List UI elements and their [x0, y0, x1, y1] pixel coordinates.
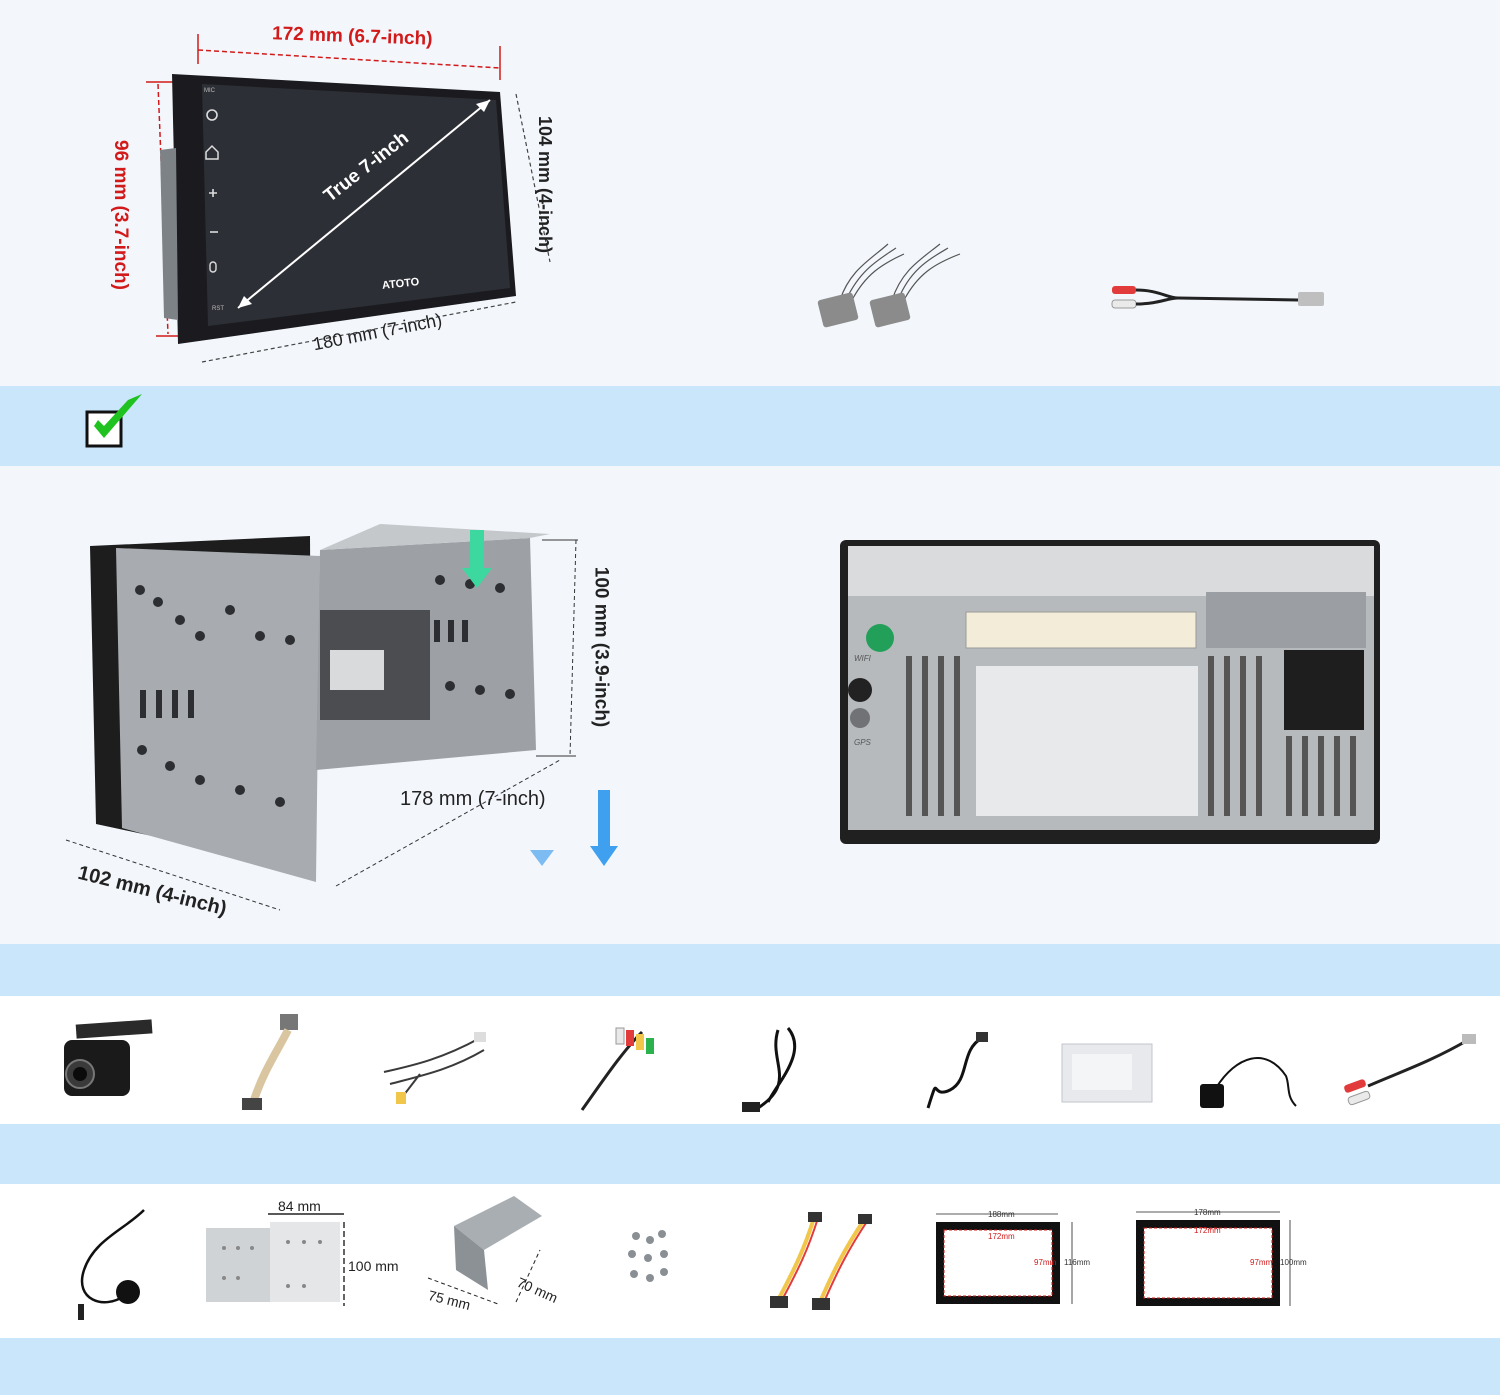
speaker-connectors — [810, 240, 970, 340]
checkbox-checked-icon — [84, 390, 148, 454]
frame-large-outer-width: 188mm — [988, 1210, 1015, 1219]
mounting-brackets — [204, 1198, 404, 1310]
screen-unit-figure: ATOTO MIC RST True 7-inch — [120, 20, 600, 380]
rca-cable — [572, 1022, 662, 1114]
backup-camera — [58, 1018, 158, 1108]
frame-small-inner-width: 172mm — [1194, 1226, 1221, 1235]
compat-band — [0, 386, 1500, 466]
section-band-4 — [0, 1338, 1500, 1395]
frame-small-outer-width: 178mm — [1194, 1208, 1221, 1217]
brackets-height-label: 100 mm — [348, 1258, 399, 1274]
wifi-label: WIFI — [854, 654, 871, 663]
section-band-3 — [0, 1124, 1500, 1184]
chassis-width: 178 mm (7-inch) — [400, 788, 546, 810]
mic-label: MIC — [204, 88, 215, 94]
screen-protector — [1060, 1042, 1154, 1104]
gps-label: GPS — [854, 738, 871, 747]
screws — [622, 1226, 676, 1288]
rear-panel-figure: WIFI GPS — [836, 536, 1382, 848]
frame-large — [930, 1206, 1096, 1310]
rca-adapter-top — [1108, 278, 1338, 318]
section-band-2 — [0, 944, 1500, 996]
dimension-right-height: 104 mm (4-inch) — [535, 115, 556, 254]
chassis-height: 100 mm (3.9-inch) — [590, 566, 612, 728]
gps-antenna — [1196, 1036, 1298, 1114]
rst-label: RST — [212, 306, 224, 312]
chassis-figure — [30, 510, 630, 930]
frame-large-inner-width: 172mm — [988, 1232, 1015, 1241]
microphone — [64, 1200, 160, 1324]
harness-adapter — [234, 1010, 314, 1114]
wiring-harness — [764, 1210, 876, 1312]
frame-small-inner-height: 97mm — [1250, 1258, 1273, 1267]
usb-cable-set — [380, 1030, 490, 1110]
rca-adapter — [1340, 1032, 1480, 1108]
frame-small — [1128, 1206, 1318, 1310]
dimension-left-height: 96 mm (3.7-inch) — [109, 140, 131, 290]
frame-small-outer-height: 100mm — [1280, 1258, 1307, 1267]
usb-cable — [738, 1022, 812, 1116]
brackets-width-label: 84 mm — [278, 1198, 321, 1214]
side-bracket — [424, 1190, 564, 1314]
usb-extension — [920, 1030, 992, 1114]
frame-large-outer-height: 116mm — [1064, 1258, 1091, 1267]
frame-large-inner-height: 97mm — [1034, 1258, 1057, 1267]
